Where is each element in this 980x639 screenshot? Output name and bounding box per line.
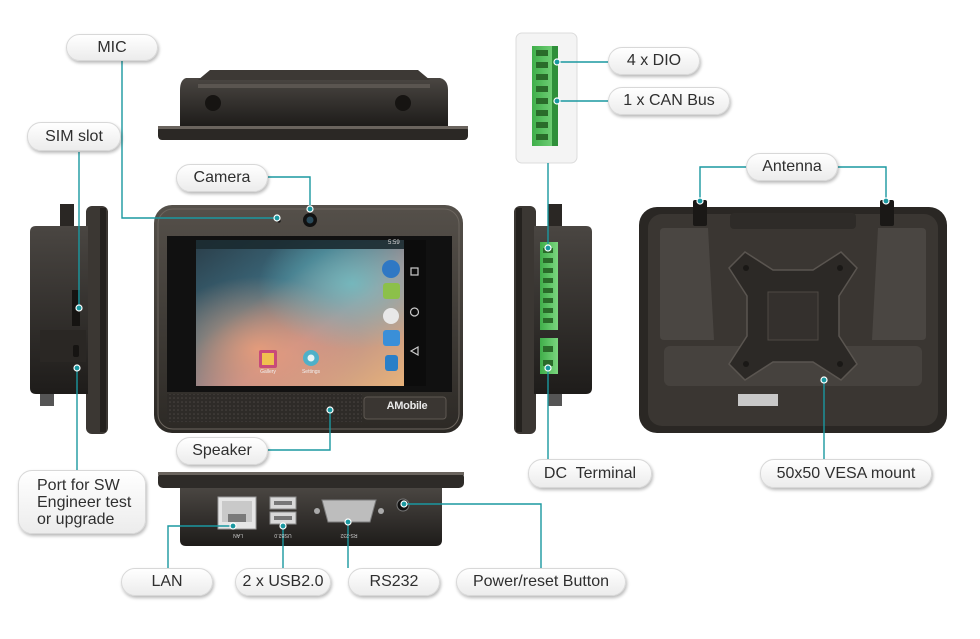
callout-port-sw-line1: Port for SW <box>37 476 120 494</box>
callout-rs232: RS232 <box>348 568 440 596</box>
callout-sim-slot: SIM slot <box>27 122 121 151</box>
leader-lines <box>73 58 890 568</box>
terminal-block-view <box>515 32 578 164</box>
device-brand-logo: AMobile <box>386 400 428 412</box>
port-label-lan: LAN <box>233 532 243 538</box>
callout-port-sw: Port for SW Engineer test or upgrade <box>18 470 146 534</box>
callout-can-bus: 1 x CAN Bus <box>608 87 730 115</box>
callout-lan: LAN <box>121 568 213 596</box>
port-label-rs232: RS-232 <box>340 532 358 538</box>
app-label-gallery: Gallery <box>260 369 276 375</box>
app-label-settings: Settings <box>301 369 321 375</box>
callout-speaker: Speaker <box>176 437 268 465</box>
callout-mic: MIC <box>66 34 158 61</box>
callout-camera: Camera <box>176 164 268 192</box>
front-view <box>154 205 463 433</box>
callout-dc-terminal: DC Terminal <box>528 459 652 488</box>
port-label-usb: USB2.0 <box>274 532 292 538</box>
callout-power-reset: Power/reset Button <box>456 568 626 596</box>
callout-dio: 4 x DIO <box>608 47 700 75</box>
callout-port-sw-line2: Engineer test <box>37 493 132 511</box>
status-time: 5:59 <box>388 240 400 246</box>
callout-usb: 2 x USB2.0 <box>235 568 331 596</box>
right-side-view <box>514 204 592 434</box>
top-view <box>158 70 468 140</box>
back-view <box>639 200 947 433</box>
callout-vesa-mount: 50x50 VESA mount <box>760 459 932 488</box>
bottom-view <box>158 472 464 546</box>
callout-antenna: Antenna <box>746 153 838 181</box>
left-side-view <box>30 204 108 434</box>
callout-port-sw-line3: or upgrade <box>37 510 115 528</box>
